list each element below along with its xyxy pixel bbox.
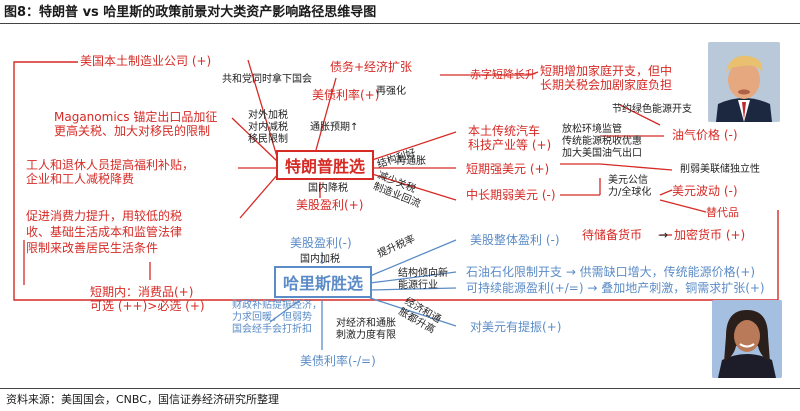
usd-volatility-node: 美元波动 (-) [672, 184, 738, 198]
crypto-node: 加密货币 (+) [674, 228, 746, 242]
harris-usd-support-node: 对美元有提振(+) [470, 320, 562, 334]
tariff-path-label: 对外加税 对内减税 移民限制 [248, 110, 288, 145]
manufacturing-node: 美国本土制造业公司 (+) [80, 54, 212, 68]
oil-price-node: 油气价格 (-) [672, 128, 738, 142]
strong-usd-node: 短期强美元 (+) [466, 162, 550, 176]
trump-photo [708, 42, 780, 122]
auto-tech-node: 本土传统汽车 科技产业等 (+) [468, 124, 552, 153]
deficit-node: 债务+经济扩张 [330, 60, 413, 74]
substitute-label: 替代品 [706, 206, 739, 219]
reinforce-label: 再强化 [376, 86, 406, 97]
congress-label: 共和党同时拿下国会 [222, 74, 312, 85]
reserve-currency-node: 待储备货币 [582, 228, 643, 242]
harris-center-node: 哈里斯胜选 [274, 266, 372, 298]
harris-new-energy-label: 结构倾向新 能源行业 [398, 268, 448, 291]
trump-center-node: 特朗普胜选 [276, 150, 374, 180]
workers-node: 工人和退休人员提高福利补贴， 企业和工人减税降费 [26, 158, 195, 187]
harris-domestic-tax-label: 国内加税 [300, 254, 340, 265]
source-note: 资料来源：美国国会，CNBC，国信证券经济研究所整理 [6, 393, 279, 406]
harris-stocks-top-node: 美股盈利(-) [290, 236, 352, 250]
short-term-consumer-node: 短期内：消费品(+) 可选 (++)>必选 (+) [90, 285, 205, 314]
domestic-tax-cut-label: 国内降税 [308, 183, 348, 194]
harris-oil-limit-node: 石油石化限制开支 → 供需缺口增大，传统能源价格(+) [466, 265, 756, 279]
stocks-profit-node: 美股盈利(+) [296, 198, 364, 212]
harris-renewable-node: 可持续能源盈利(+/=) → 叠加地产刺激，铜需求扩张(+) [466, 281, 765, 295]
arrow-to-crypto: → [658, 228, 669, 242]
inflation-expectation-label: 通胀预期↑ [310, 122, 359, 133]
consumption-node: 促进消费力提升，用较低的税 收、基础生活成本和监管法律 限制来改善居民生活条件 [26, 209, 183, 256]
treasury-rate-node: 美债利率(+) [312, 88, 380, 102]
harris-limited-stimulus-label: 对经济和通胀 刺激力度有限 [336, 318, 396, 341]
harris-photo [712, 300, 782, 378]
top-rule [0, 23, 800, 24]
maganomics-node: Maganomics 锚定出口品加征 更高关税、加大对移民的限制 [54, 110, 218, 139]
harris-fiscal-note: 财政补贴提振经济， 力求回暖，但弱势 国会经手会打折扣 [232, 300, 322, 335]
bottom-rule [0, 388, 800, 389]
harris-treasury-node: 美债利率(-/=) [300, 354, 376, 368]
weak-usd-node: 中长期弱美元 (-) [466, 188, 556, 202]
reflation-label: 再通胀 [396, 156, 426, 167]
deregulation-label: 放松环境监管 传统能源税收优惠 加大美国油气出口 [562, 124, 642, 159]
figure-title: 图8：特朗普 vs 哈里斯的政策前景对大类资产影响路径思维导图 [4, 5, 377, 20]
harris-stocks-overall-node: 美股整体盈利 (-) [470, 233, 560, 247]
fiscal-household-node: 短期增加家庭开支，但中 长期关税会加剧家庭负担 [540, 64, 673, 93]
deficit-short-long-label: 赤字短降长升 [470, 68, 536, 81]
fed-independence-label: 削弱美联储独立性 [680, 164, 760, 175]
usd-credibility-label: 美元公信 力/全球化 [608, 175, 652, 198]
green-energy-label: 节约绿色能源开支 [612, 104, 692, 115]
